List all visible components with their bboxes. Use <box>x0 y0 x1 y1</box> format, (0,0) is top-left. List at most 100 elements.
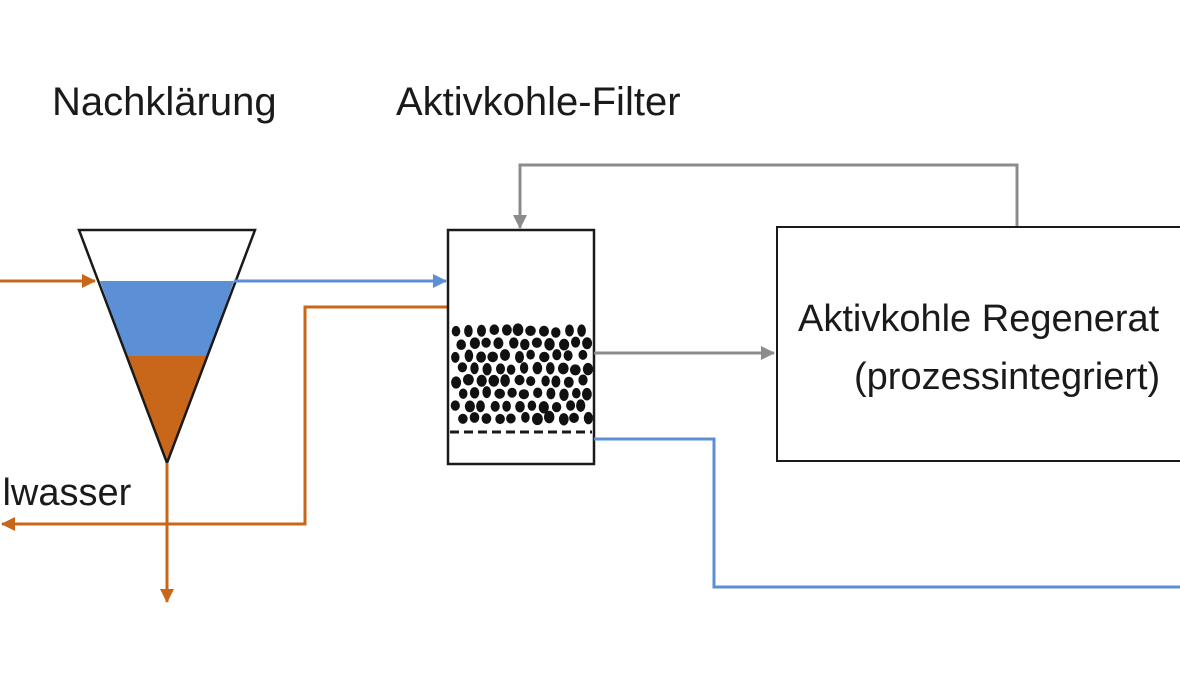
carbon-granule <box>570 364 581 376</box>
carbon-granule <box>526 349 535 360</box>
carbon-granule <box>515 401 525 413</box>
clarifier <box>77 228 257 467</box>
carbon-granule <box>456 339 467 351</box>
carbon-granule <box>531 337 543 348</box>
carbon-bed <box>450 323 594 426</box>
carbon-granule <box>463 374 474 386</box>
carbon-granule <box>500 349 510 361</box>
carbon-granule <box>566 400 576 411</box>
carbon-granule <box>451 351 460 363</box>
carbon-granule <box>546 387 556 400</box>
carbon-granule <box>481 413 492 424</box>
carbon-granule <box>582 337 593 350</box>
carbon-granule <box>563 350 573 361</box>
regeneration-label-line1: Aktivkohle Regenerat <box>798 298 1160 340</box>
carbon-granule <box>487 351 499 363</box>
carbon-granule <box>496 363 505 375</box>
carbon-granule <box>457 362 468 373</box>
carbon-granule <box>559 338 570 351</box>
carbon-granule <box>476 351 486 363</box>
carbon-granule <box>481 337 491 348</box>
carbon-granule <box>520 338 530 351</box>
carbon-granule <box>450 400 460 411</box>
carbon-granule <box>476 400 485 413</box>
carbon-granule <box>572 387 581 399</box>
carbon-granule <box>514 374 525 386</box>
carbon-granule <box>578 374 588 386</box>
activated-carbon-filter <box>446 228 596 466</box>
carbon-granule <box>489 324 500 336</box>
carbon-granule <box>569 412 579 423</box>
carbon-granule <box>495 413 505 425</box>
carbon-granule <box>576 399 586 412</box>
regeneration-box: Aktivkohle Regenerat (prozessintegriert) <box>776 226 1180 462</box>
carbon-granule <box>521 411 530 423</box>
clarifier-water <box>100 281 234 356</box>
carbon-granule <box>565 324 574 337</box>
carbon-granule <box>559 388 569 401</box>
carbon-granule <box>518 389 530 400</box>
carbon-granule <box>519 362 529 374</box>
carbon-granule <box>476 374 487 387</box>
carbon-granule <box>552 349 562 361</box>
carbon-granule <box>458 388 468 399</box>
carbon-granule <box>451 325 461 337</box>
carbon-granule <box>544 338 555 351</box>
carbon-granule <box>512 323 524 337</box>
carbon-granule <box>551 375 561 388</box>
carbon-granule <box>582 387 592 401</box>
carbon-granule <box>546 362 555 375</box>
carbon-granule <box>582 362 594 376</box>
carbon-granule <box>532 412 543 426</box>
carbon-granule <box>469 412 480 423</box>
carbon-granule <box>563 376 574 388</box>
carbon-granule <box>532 361 543 375</box>
carbon-granule <box>477 324 486 337</box>
carbon-granule <box>577 324 586 337</box>
clarifier-sludge <box>127 356 207 463</box>
carbon-granule <box>558 413 569 426</box>
label-spuelwasser: ilwasser <box>0 472 132 514</box>
carbon-granule <box>515 351 524 364</box>
clarifier-outline <box>77 228 257 467</box>
carbon-granule <box>502 400 511 412</box>
backwash-return-line <box>1 305 448 531</box>
carbon-granule <box>506 364 516 375</box>
label-aktivkohle-filter: Aktivkohle-Filter <box>396 80 681 124</box>
carbon-granule <box>493 337 504 350</box>
carbon-granule <box>470 362 479 375</box>
carbon-granule <box>551 327 561 338</box>
carbon-granule <box>578 349 588 360</box>
carbon-granule <box>558 362 569 375</box>
carbon-granule <box>469 337 480 350</box>
carbon-granule <box>464 349 474 363</box>
carbon-granule <box>551 402 562 413</box>
carbon-granule <box>539 325 549 337</box>
label-nachklaerung: Nachklärung <box>52 80 277 124</box>
carbon-granule <box>533 387 543 399</box>
carbon-granule <box>482 363 492 376</box>
carbon-granule <box>482 386 492 399</box>
carbon-granule <box>490 400 500 412</box>
carbon-granule <box>539 351 550 363</box>
carbon-granule <box>525 325 536 336</box>
carbon-granule <box>571 336 581 348</box>
carbon-granule <box>544 410 555 424</box>
carbon-granule <box>526 376 536 387</box>
carbon-granule <box>507 387 517 398</box>
carbon-granule <box>451 376 462 389</box>
carbon-granule <box>502 324 512 336</box>
carbon-granule <box>469 387 480 399</box>
treated-effluent-line <box>594 437 1180 589</box>
carbon-granule <box>458 413 468 424</box>
regenerated-carbon-return-arrow <box>513 163 1019 229</box>
carbon-granule <box>464 324 473 338</box>
carbon-granule <box>527 400 537 411</box>
carbon-granule <box>506 413 516 424</box>
carbon-granule <box>509 337 519 349</box>
carbon-granule <box>538 401 549 414</box>
regeneration-label-line2: (prozessintegriert) <box>854 356 1161 398</box>
carbon-granule <box>488 374 500 387</box>
carbon-granule <box>494 388 506 399</box>
